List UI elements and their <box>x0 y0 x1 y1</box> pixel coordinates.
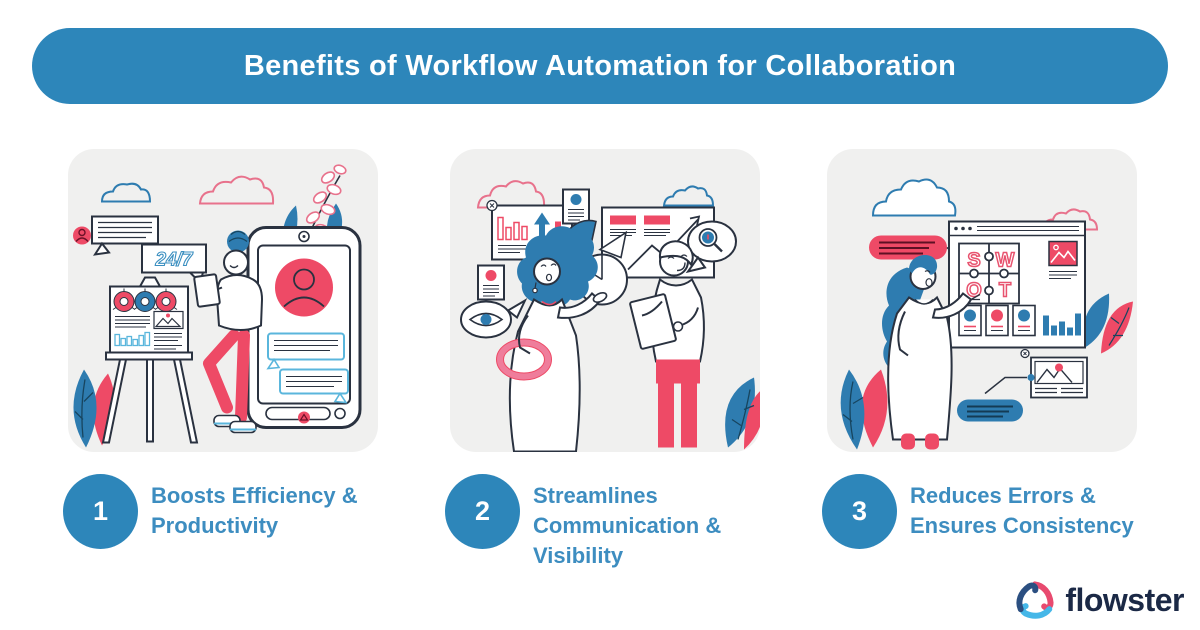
pink-ring <box>496 339 552 380</box>
benefit-label: Boosts Efficiency & Productivity <box>151 483 358 538</box>
benefit-number-badge: 3 <box>822 474 897 549</box>
shoe <box>901 433 915 450</box>
flowster-logo-text: flowster <box>1065 581 1184 618</box>
user-card-icon <box>985 304 1009 337</box>
input-bar-icon <box>265 406 331 421</box>
arrow-up-icon <box>689 215 701 226</box>
bar-chart-icon <box>497 216 528 241</box>
illustration-card-communication <box>450 149 760 452</box>
person-reading-tablet <box>193 230 264 434</box>
cloud-icon <box>198 175 275 205</box>
benefit-number: 3 <box>851 496 868 526</box>
efficiency-illustration: 24/7 <box>73 164 362 448</box>
man-with-folder <box>629 240 705 448</box>
communication-illustration <box>460 180 760 452</box>
hair-bun <box>227 230 249 253</box>
benefit-number: 2 <box>474 496 491 526</box>
illustration-card-efficiency: 24/7 <box>68 149 378 452</box>
cloud-icon <box>1041 208 1099 231</box>
flowster-logo-link[interactable]: flowster <box>1013 578 1184 622</box>
page-title: Benefits of Workflow Automation for Coll… <box>243 49 957 82</box>
arrow-up-icon <box>534 212 550 238</box>
availability-sign: 24/7 <box>141 243 207 285</box>
eye-speech-bubble <box>460 297 528 339</box>
sneaker <box>229 420 257 434</box>
leaf-plant-icon <box>840 369 888 450</box>
sign-text: 24/7 <box>155 250 194 271</box>
tablet-icon <box>193 273 221 308</box>
chat-bubble-icon <box>279 368 349 404</box>
text-lines <box>115 315 150 328</box>
bar-chart-icon <box>114 331 151 347</box>
chat-bubble-icon <box>266 332 345 370</box>
text-lines <box>154 332 182 350</box>
benefit-item-1: 1 Boosts Efficiency & Productivity <box>63 474 393 549</box>
hair-bang <box>909 254 938 275</box>
cloud-icon <box>871 178 957 217</box>
woman-presenting <box>882 254 981 450</box>
text-lines <box>498 245 526 253</box>
cloud-icon <box>662 185 715 207</box>
woman-talking <box>496 226 608 452</box>
phone-chat-screen <box>246 226 362 429</box>
callout-pill <box>869 235 981 277</box>
cloud-icon <box>476 180 546 209</box>
flowster-logo-icon <box>1016 581 1054 619</box>
linked-image-card <box>957 348 1088 422</box>
profile-doc-card <box>562 188 590 225</box>
dashboard-easel <box>101 276 199 444</box>
donut-chart-icon <box>112 288 178 312</box>
collar <box>914 298 934 305</box>
benefit-item-3: 3 Reduces Errors & Ensures Consistency <box>822 474 1152 549</box>
illustration-card-consistency: S W O T <box>827 149 1137 452</box>
folder-icon <box>629 293 677 350</box>
profile-doc-card <box>477 264 505 301</box>
send-button-icon <box>298 411 310 424</box>
profile-avatar-icon <box>275 258 333 317</box>
header-banner: Benefits of Workflow Automation for Coll… <box>32 28 1168 104</box>
paper-plane-icon <box>598 230 628 259</box>
puzzle-letter-t: T <box>999 280 1011 302</box>
bar-chart-icon <box>1043 313 1081 336</box>
benefit-number: 1 <box>92 496 109 526</box>
leaf-plant-icon <box>1083 293 1133 354</box>
comment-bubble-icon <box>73 215 159 256</box>
benefit-number-badge: 1 <box>63 474 138 549</box>
puzzle-letter-w: W <box>996 250 1015 272</box>
image-thumbnail-icon <box>1048 240 1078 279</box>
hair <box>658 240 694 267</box>
swot-puzzle <box>958 242 1020 305</box>
user-card-icon <box>1012 304 1036 337</box>
puzzle-letter-s: S <box>967 250 980 272</box>
image-thumbnail-icon <box>153 310 184 330</box>
benefit-item-2: 2 Streamlines Communication & Visibility <box>445 474 775 571</box>
swot-browser-window: S W O T <box>948 220 1086 349</box>
user-card-icon <box>958 304 982 337</box>
benefit-label: Reduces Errors & Ensures Consistency <box>910 483 1134 538</box>
shoe <box>925 433 939 450</box>
benefit-number-badge: 2 <box>445 474 520 549</box>
cloud-icon <box>100 182 152 203</box>
leaf-plant-icon <box>725 377 760 450</box>
benefit-label: Streamlines Communication & Visibility <box>533 483 722 568</box>
puzzle-letter-o: O <box>966 280 982 302</box>
consistency-illustration: S W O T <box>840 178 1133 450</box>
search-speech-bubble <box>685 220 737 274</box>
